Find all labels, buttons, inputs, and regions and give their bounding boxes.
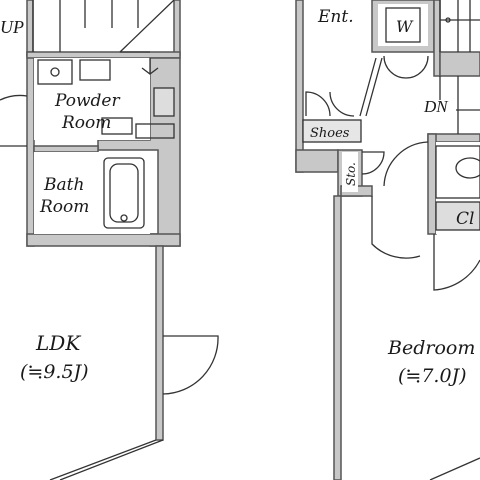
up-label: UP <box>0 17 24 37</box>
bedroom-size: (≒7.0J) <box>398 365 467 387</box>
closet-label: Cl <box>456 209 474 229</box>
left-stair-arrow <box>141 58 159 75</box>
bedroom-name: Bedroom <box>387 337 475 359</box>
toilet-shape <box>455 157 480 179</box>
bathtub-drain <box>120 214 128 222</box>
powder-sink <box>37 59 73 85</box>
storage-interior <box>342 152 358 192</box>
entrance-partition <box>359 57 383 117</box>
entrance-door-right <box>329 91 355 117</box>
bath-label-1: Bath <box>43 175 84 195</box>
powder-bath-divider <box>33 145 99 153</box>
bathtub-inner <box>109 163 139 223</box>
dn-stairs <box>439 76 480 134</box>
powder-label-2: Room <box>61 113 111 133</box>
left-stairs <box>32 0 175 53</box>
entrance-wall-left <box>295 0 304 173</box>
dn-label: DN <box>423 97 449 116</box>
powder-counter <box>79 59 111 81</box>
ldk-diagonal <box>49 439 164 480</box>
entrance-wall-bottom <box>295 149 339 173</box>
bedroom-diagonal <box>429 457 480 480</box>
powder-toilet-box <box>135 123 175 139</box>
right-upper-wall <box>439 51 480 77</box>
stair-dot-1 <box>445 17 451 23</box>
closet-label-box <box>435 201 480 231</box>
storage-door <box>361 151 385 175</box>
shoes-label: Shoes <box>310 126 350 141</box>
left-stair-wall <box>26 0 34 57</box>
ldk-size: (≒9.5J) <box>20 361 89 383</box>
powder-shelf <box>153 87 175 117</box>
right-stairs <box>439 0 480 52</box>
wet-area-wall-bottom <box>26 233 181 247</box>
washer-label: W <box>396 17 414 36</box>
ldk-door <box>162 335 219 395</box>
washer-inner <box>385 7 421 43</box>
shoes-cabinet <box>302 119 362 143</box>
sink-drain <box>50 67 60 77</box>
ldk-name: LDK <box>35 331 81 355</box>
left-stair-wall-right <box>173 0 181 57</box>
ldk-right-wall <box>155 245 164 441</box>
powder-label-1: Powder <box>54 91 120 111</box>
wet-area-interior-top <box>34 58 150 140</box>
hall-door <box>383 141 429 187</box>
bath-interior <box>34 152 150 234</box>
closet-shelf <box>435 145 480 199</box>
bath-label-2: Room <box>39 197 89 217</box>
closet-door-swing <box>433 234 480 291</box>
wet-area-wall-top <box>26 51 181 59</box>
bathtub <box>103 157 145 229</box>
left-door-swing <box>0 94 28 147</box>
bedroom-door <box>371 196 421 259</box>
washer-doors <box>383 55 429 79</box>
bedroom-left-wall <box>333 195 342 480</box>
right-stair-wall <box>433 0 441 77</box>
entrance-door-left <box>305 91 331 117</box>
storage-label: Sto. <box>344 162 358 186</box>
closet-frame-left <box>427 133 437 235</box>
powder-box-left <box>101 117 133 135</box>
wet-area-wall-left <box>26 51 35 247</box>
entrance-label: Ent. <box>317 7 354 27</box>
